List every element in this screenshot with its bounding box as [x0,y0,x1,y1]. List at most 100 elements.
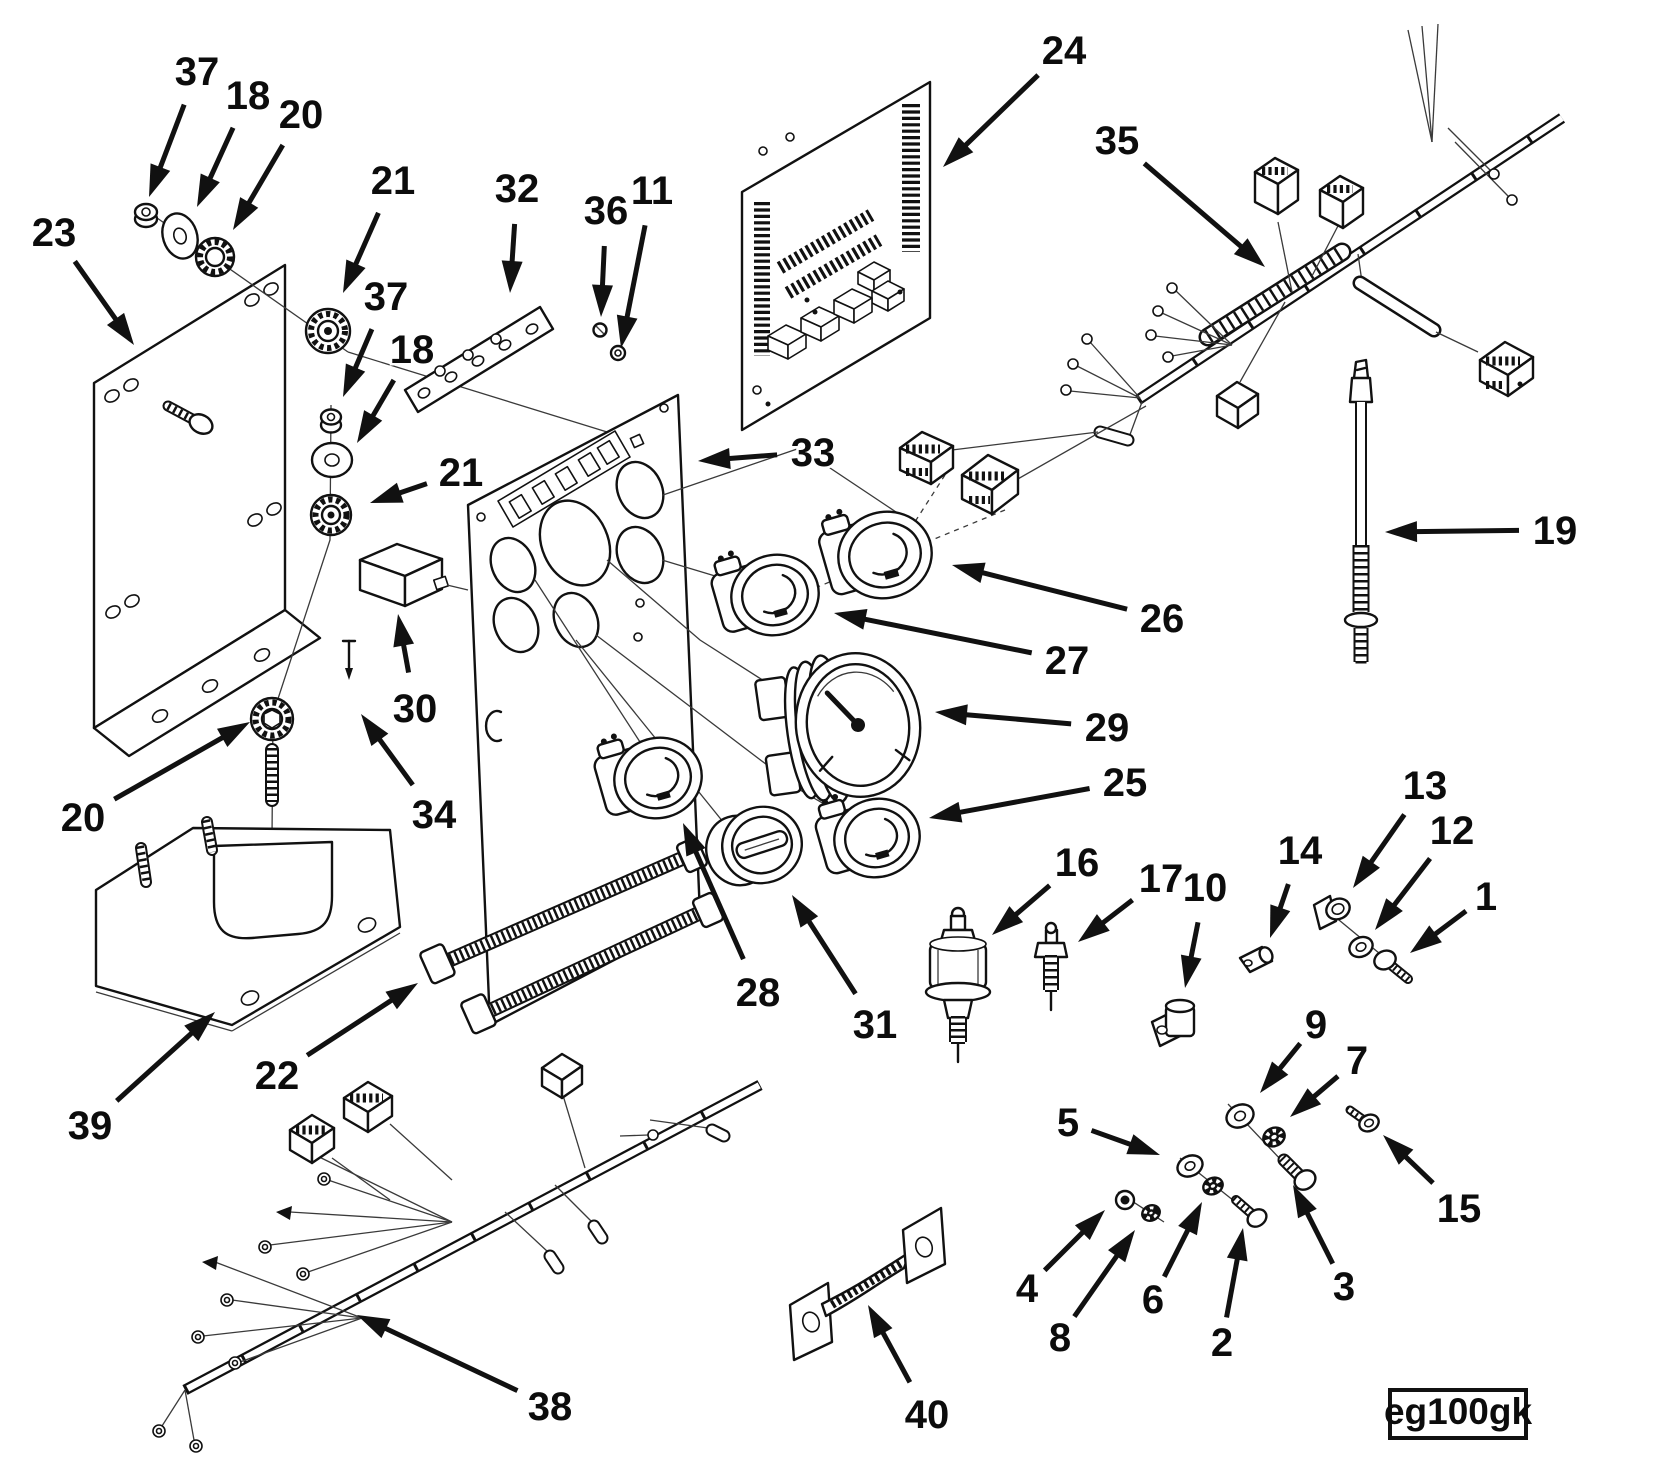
callout-leader-line [113,734,226,802]
temp-sender-17 [1033,921,1069,1012]
callout-arrowhead-icon [683,823,706,857]
flat-washer-18b [310,441,354,479]
callout-arrowhead-icon [106,312,134,345]
callout-number: 26 [1140,597,1185,641]
gauge-31-rear [705,805,804,887]
gauge-25 [814,793,921,879]
flange-nut-20b [249,696,295,742]
callout-number: 40 [905,1393,950,1437]
nut-37 [133,202,159,229]
callout-number: 2 [1211,1321,1233,1365]
callout-leader-line [1142,161,1244,250]
hardware-clusters [1114,894,1413,1228]
callout-leader-line [1276,1041,1303,1072]
switch-plate-32 [403,305,555,414]
callout-leader-line [1013,883,1052,918]
callout-leader-line [1224,1257,1241,1318]
callout-leader-line [1311,1074,1340,1100]
nut-37b [319,408,343,434]
wiring-harness-lower [152,1052,763,1453]
callout-arrowhead-icon [1290,1088,1322,1117]
callout-40-43: 40 [868,1305,952,1440]
callout-number: 8 [1049,1316,1071,1360]
callout-20-2: 20 [233,91,326,230]
callout-leader-line [1414,527,1520,535]
callout-number: 29 [1085,706,1130,750]
callout-leader-line [624,224,648,320]
gauge-panel [466,393,702,1027]
callout-5-33: 5 [1054,1099,1160,1155]
callout-number: 21 [439,451,484,495]
callout-leader-line [157,103,187,170]
callout-arrowhead-icon [1375,898,1403,930]
callout-leader-line [1100,898,1135,926]
callout-26-15: 26 [952,562,1187,644]
callout-leader-line [352,328,375,371]
fastener-stack-top [133,202,634,441]
callout-arrowhead-icon [1293,1185,1317,1219]
flat-washer-18 [161,212,199,260]
callout-leader-line [72,259,119,322]
loop-clamp-13 [1312,894,1351,931]
callout-arrowhead-icon [343,259,366,293]
callout-leader-line [692,849,746,961]
callout-arrowhead-icon [216,722,250,747]
callout-1-27: 1 [1410,873,1500,953]
callout-23-3: 23 [29,209,134,345]
callout-32-5: 32 [492,165,542,293]
callout-21-4: 21 [343,157,418,293]
callout-34-20: 34 [361,714,459,840]
callout-13-24: 13 [1353,762,1450,888]
callout-number: 15 [1437,1187,1482,1231]
washer-5 [1176,1154,1204,1178]
callout-leader-line [397,481,428,496]
callout-arrowhead-icon [592,284,613,317]
nut-11 [609,344,627,362]
callout-11-7: 11 [616,167,676,348]
callout-arrowhead-icon [357,410,383,443]
callout-leader-line [880,1330,913,1384]
gear-wheel-21b [309,493,353,537]
callout-number: 20 [279,93,324,137]
callout-number: 38 [528,1385,573,1429]
callout-arrowhead-icon [343,363,366,397]
callout-leader-line [962,73,1040,148]
callout-29-17: 29 [935,704,1132,753]
callout-number: 34 [412,793,457,837]
callout-arrowhead-icon [1126,1134,1160,1155]
callout-number: 4 [1016,1267,1039,1311]
relay-cube-right [342,1080,394,1134]
washer-9 [1225,1103,1255,1129]
callout-arrowhead-icon [393,614,415,648]
callout-arrowhead-icon [1108,1230,1135,1263]
callout-7-30: 7 [1290,1037,1371,1117]
nut-4 [1114,1189,1136,1211]
callout-number: 19 [1533,509,1578,553]
gear-wheel-21 [304,307,352,355]
lock-washer-6 [1202,1176,1224,1196]
callout-arrowhead-icon [1180,954,1202,988]
callout-number: 37 [175,50,220,94]
callout-38-42: 38 [357,1315,575,1432]
callout-leader-line [207,126,236,181]
callout-number: 14 [1278,829,1323,873]
set-screw-34 [341,639,357,680]
callout-number: 30 [393,687,438,731]
strap-bracket [788,1206,947,1362]
callout-leader-line [1402,1153,1435,1185]
callout-arrowhead-icon [698,448,731,469]
callout-arrowhead-icon [385,983,418,1010]
callout-number: 23 [32,211,77,255]
gauge-29 [754,651,922,804]
switch-holes [508,439,620,519]
callout-37-0: 37 [149,48,222,197]
callout-2-35: 2 [1208,1228,1248,1368]
toothed-washer-20 [194,236,236,278]
callout-arrowhead-icon [1233,238,1265,267]
callout-28-38: 28 [683,823,783,1018]
callout-arrowhead-icon [1078,914,1110,942]
connector-8pin-left [898,430,955,486]
connector-8pin-right [960,453,1020,516]
